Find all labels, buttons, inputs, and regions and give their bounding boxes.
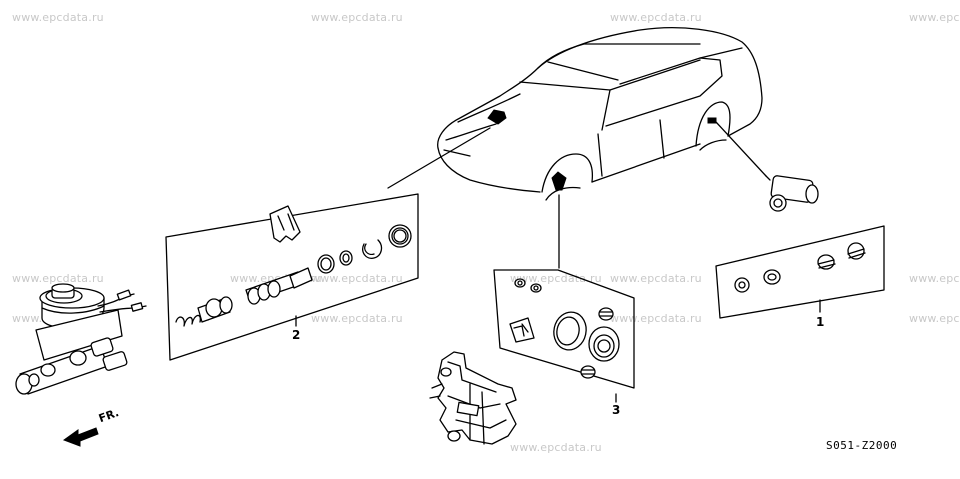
front-direction-arrow <box>62 427 99 447</box>
rear-wheel-cylinder <box>765 175 819 212</box>
brake-caliper <box>429 351 517 445</box>
watermark: www.epcdata.ru <box>610 11 702 24</box>
leader-line <box>387 127 491 189</box>
watermark: www.epcdata.ru <box>311 11 403 24</box>
callout-3: 3 <box>612 403 621 417</box>
car-illustration <box>437 26 763 201</box>
watermark: www.epcdata.ru <box>12 11 104 24</box>
watermark: www.epcdata.ru <box>510 441 602 454</box>
watermark: www.epcdata.ru <box>610 272 702 285</box>
watermark: www.epc <box>909 11 960 24</box>
leader-line <box>715 121 767 177</box>
watermark: www.epc <box>909 272 960 285</box>
diagram-code: S051-Z2000 <box>826 439 898 452</box>
kit-3-panel <box>493 269 635 403</box>
watermark: www.epcdata.ru <box>311 312 403 325</box>
watermark: www.epc <box>909 312 960 325</box>
watermark: www.epcdata.ru <box>311 272 403 285</box>
watermark: www.epcdata.ru <box>12 272 104 285</box>
kit-1-panel <box>715 225 885 319</box>
watermark: www.epcdata.ru <box>510 272 602 285</box>
master-cylinder <box>15 283 147 395</box>
watermark: www.epcdata.ru <box>610 312 702 325</box>
kit-2-panel <box>165 193 419 361</box>
callout-2: 2 <box>292 328 301 342</box>
callout-1: 1 <box>816 315 825 329</box>
